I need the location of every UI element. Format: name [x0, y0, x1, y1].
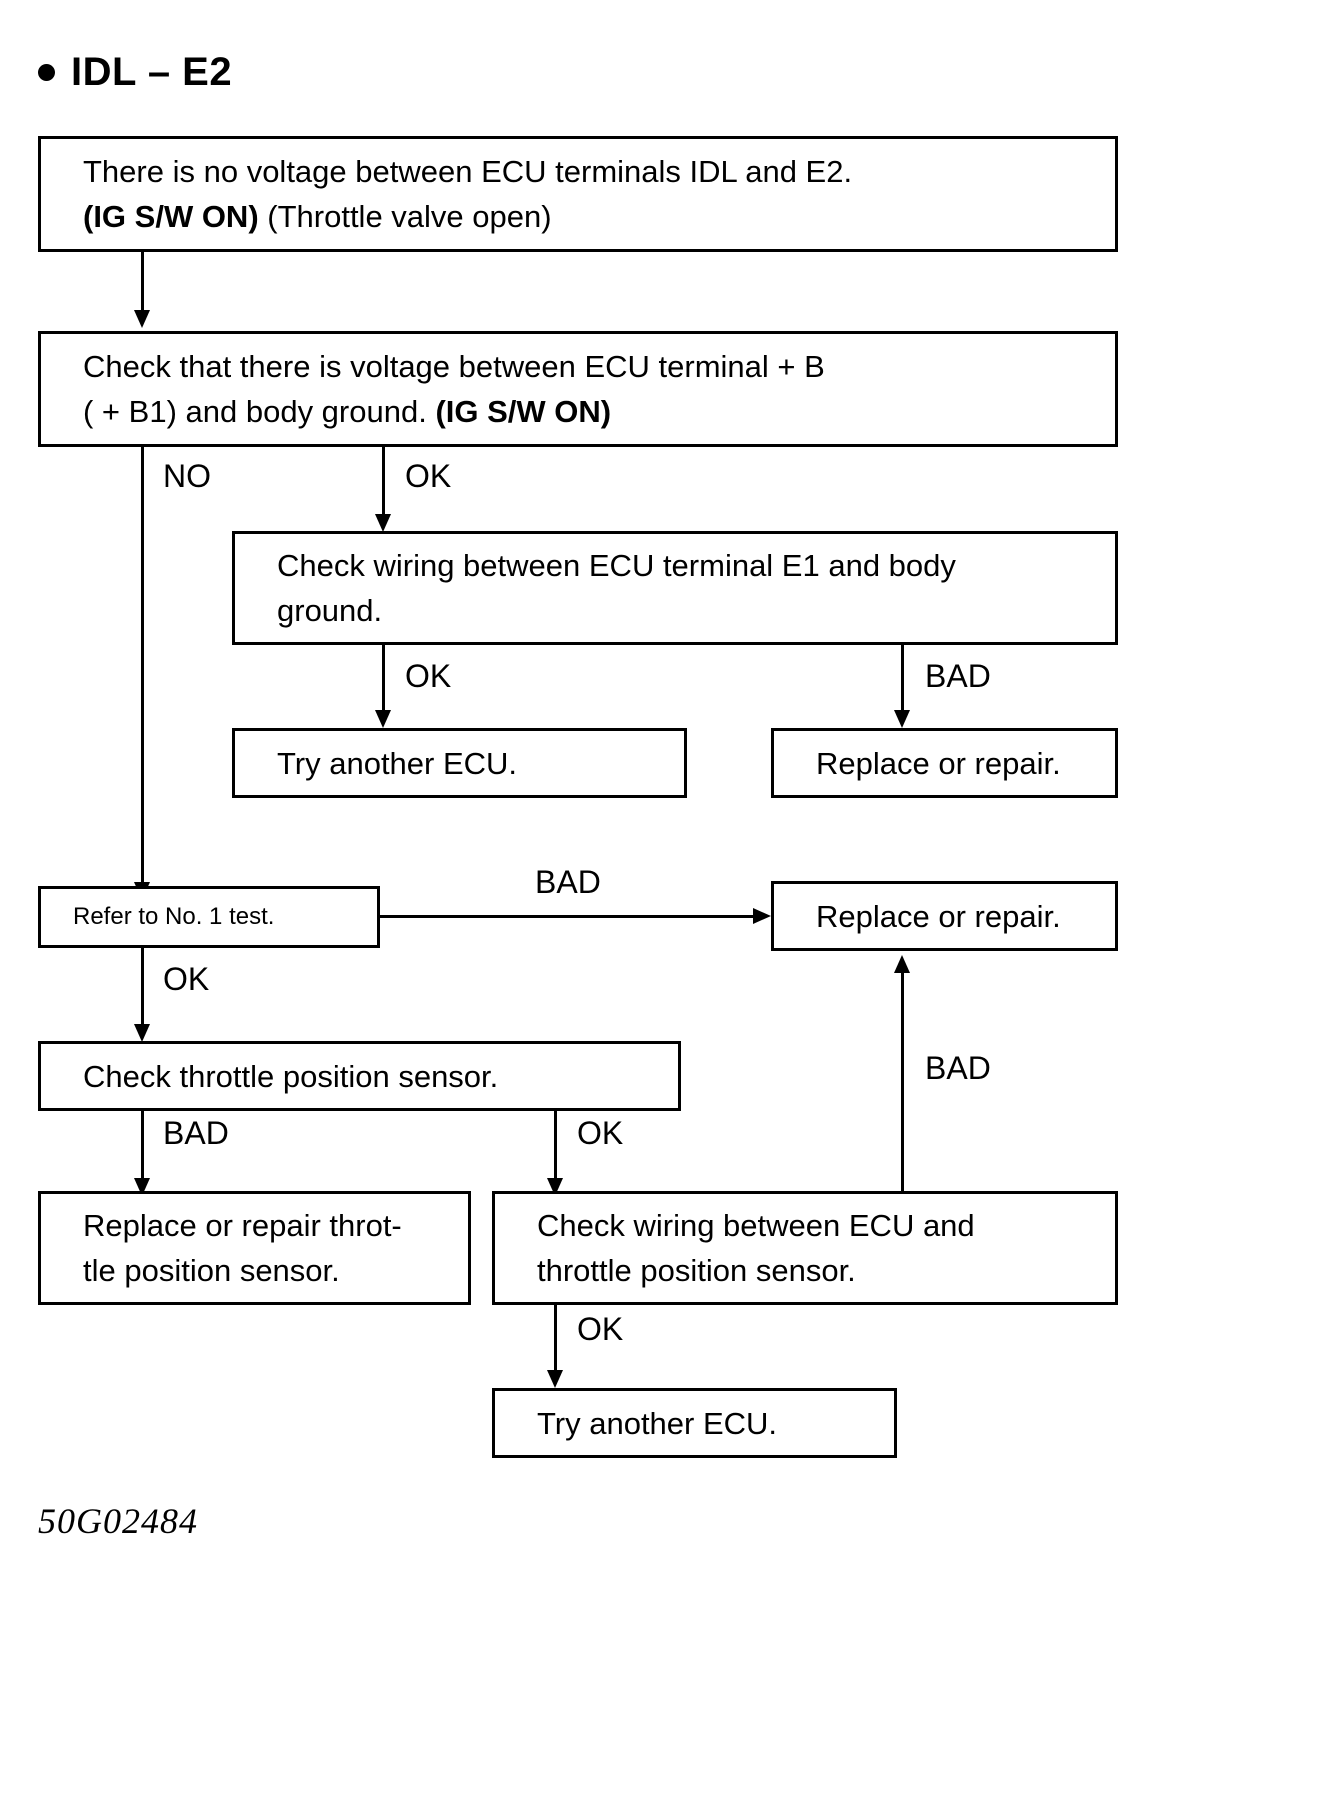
node-check-b-line1: Check that there is voltage between ECU … [83, 349, 825, 384]
bullet-dot-icon [38, 63, 55, 81]
arrow-bad2-to-replace-repair-2 [753, 908, 771, 924]
node-check-wiring-ecu-tps: Check wiring between ECU and throttle po… [492, 1191, 1118, 1305]
edge-label-ok-4: OK [577, 1115, 624, 1151]
connector-ok2-branch [382, 645, 385, 717]
node-symptom-line2-bold: (IG S/W ON) [83, 199, 259, 234]
connector-ok3-branch [141, 948, 144, 1032]
node-check-b-line2: ( + B1) and body ground. (IG S/W ON) [41, 389, 1115, 434]
node-check-b-line2-bold: (IG S/W ON) [435, 394, 612, 429]
connector-ok4-branch [554, 1111, 557, 1185]
node-try-another-ecu-1: Try another ECU. [232, 728, 687, 798]
edge-label-ok-3: OK [163, 961, 210, 997]
node-replace-repair-2-line1: Replace or repair. [816, 898, 1061, 934]
node-replace-tps-line2: tle position sensor. [83, 1253, 340, 1288]
node-symptom-line2: (IG S/W ON) (Throttle valve open) [41, 194, 1115, 239]
figure-code: 50G02484 [38, 1501, 198, 1541]
node-check-tps-line1: Check throttle position sensor. [83, 1058, 499, 1094]
node-check-wiring-e1: Check wiring between ECU terminal E1 and… [232, 531, 1118, 645]
node-check-wiring-tps-line1: Check wiring between ECU and [537, 1208, 975, 1243]
arrow-ok2-to-try-ecu [375, 710, 391, 728]
connector-no-branch [141, 447, 144, 887]
page-title-text: IDL – E2 [71, 50, 233, 94]
edge-label-bad-2: BAD [535, 864, 601, 900]
node-check-b-line2-pre: ( + B1) and body ground. [83, 394, 436, 429]
arrow-ok1-to-check-e1 [375, 514, 391, 532]
edge-label-ok-5: OK [577, 1311, 624, 1347]
node-try-another-ecu-2: Try another ECU. [492, 1388, 897, 1458]
arrow-bad1-to-replace-repair [894, 710, 910, 728]
node-replace-repair-throttle-sensor: Replace or repair throt- tle position se… [38, 1191, 471, 1305]
node-check-wiring-tps-line2: throttle position sensor. [537, 1253, 856, 1288]
page-title: IDL – E2 [38, 52, 232, 92]
edge-label-no-1: NO [163, 458, 211, 494]
node-check-throttle-position-sensor: Check throttle position sensor. [38, 1041, 681, 1111]
connector-ok1-branch [382, 447, 385, 521]
edge-label-bad-1: BAD [925, 658, 991, 694]
connector-bad1-branch [901, 645, 904, 717]
edge-label-ok-1: OK [405, 458, 452, 494]
edge-label-ok-2: OK [405, 658, 452, 694]
arrow-ok5-to-try-ecu-2 [547, 1370, 563, 1388]
node-replace-tps-line1: Replace or repair throt- [83, 1208, 402, 1243]
connector-ok5-branch [554, 1305, 557, 1377]
node-refer-no1-test: Refer to No. 1 test. [38, 886, 380, 948]
node-try-ecu-2-line1: Try another ECU. [537, 1405, 778, 1441]
node-check-b-voltage: Check that there is voltage between ECU … [38, 331, 1118, 447]
node-symptom-line1: There is no voltage between ECU terminal… [83, 154, 853, 189]
connector-symptom-to-checkb [141, 252, 144, 314]
node-replace-repair-1-line1: Replace or repair. [816, 745, 1061, 781]
node-check-e1-line2: ground. [277, 593, 383, 628]
node-symptom: There is no voltage between ECU terminal… [38, 136, 1118, 252]
node-refer-test-line1: Refer to No. 1 test. [73, 903, 275, 930]
arrow-ok3-to-check-tps [134, 1024, 150, 1042]
node-replace-or-repair-2: Replace or repair. [771, 881, 1118, 951]
node-symptom-line2-rest: (Throttle valve open) [258, 199, 552, 234]
connector-bad4-branch [901, 970, 904, 1205]
node-try-ecu-1-line1: Try another ECU. [277, 745, 518, 781]
node-replace-or-repair-1: Replace or repair. [771, 728, 1118, 798]
edge-label-bad-3: BAD [163, 1115, 229, 1151]
edge-label-bad-4: BAD [925, 1050, 991, 1086]
node-check-e1-line1: Check wiring between ECU terminal E1 and… [277, 548, 956, 583]
connector-bad2-branch [380, 915, 755, 918]
connector-bad3-branch [141, 1111, 144, 1185]
arrow-symptom-to-checkb [134, 310, 150, 328]
arrow-bad4-to-replace-repair-2 [894, 955, 910, 973]
